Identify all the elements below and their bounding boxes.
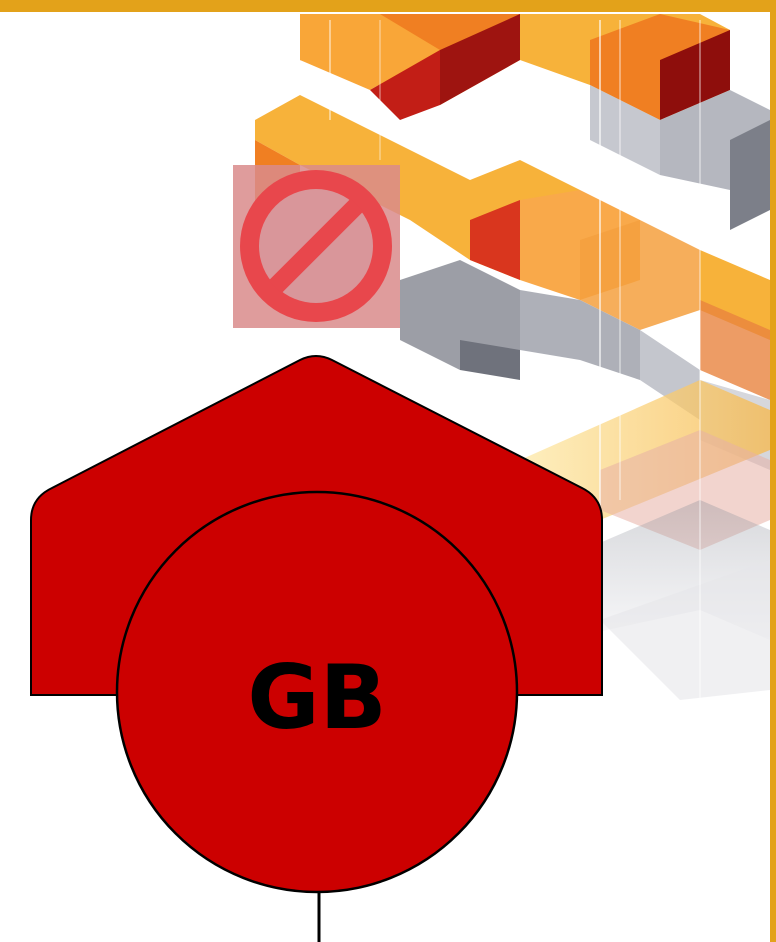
unit-symbol[interactable]: GB [31, 356, 602, 942]
top-accent-border [0, 0, 776, 12]
prohibited-icon[interactable] [233, 165, 400, 328]
symbol-label: GB [247, 646, 386, 749]
right-accent-border [770, 12, 776, 942]
